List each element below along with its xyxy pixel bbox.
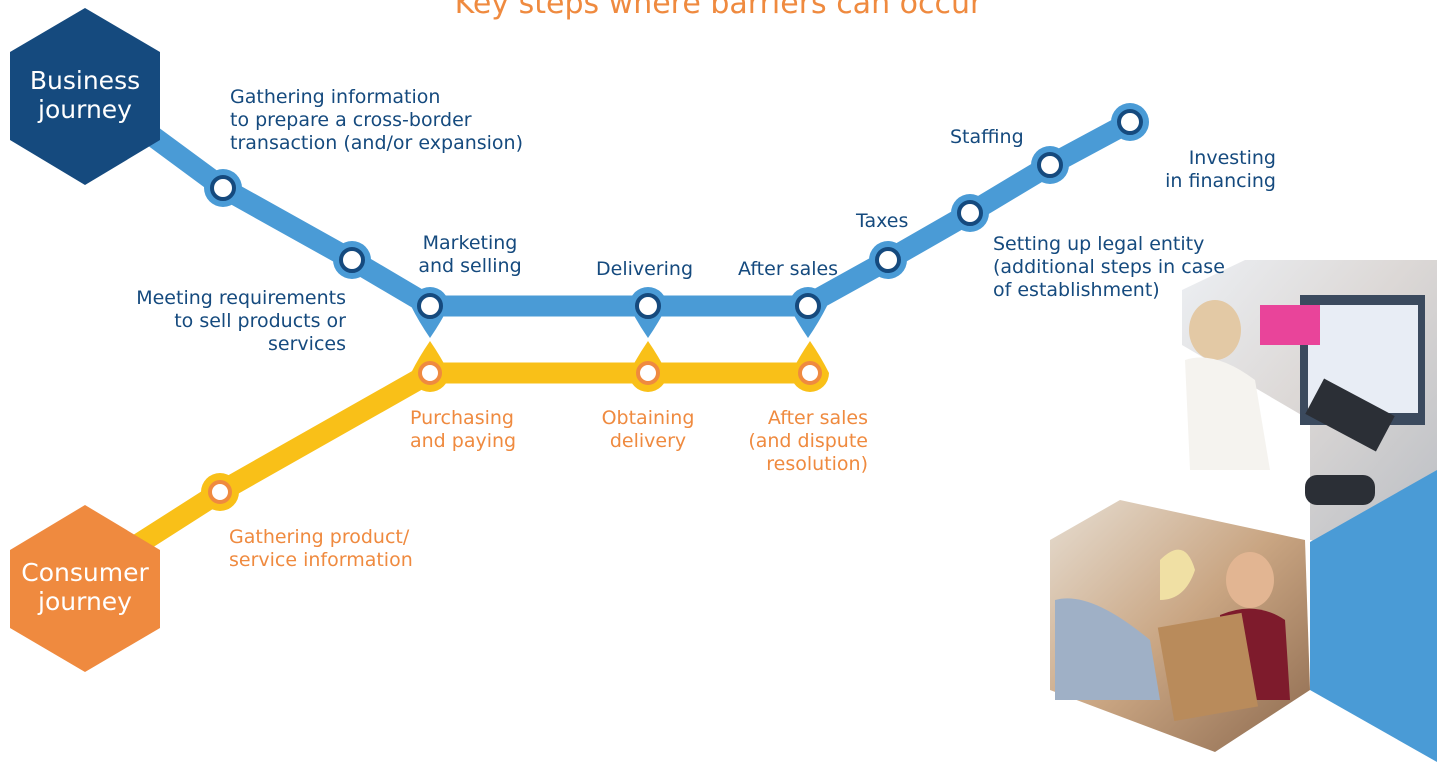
label-gathering-product-info: Gathering product/ service information bbox=[229, 526, 413, 572]
consumer-route bbox=[79, 362, 821, 586]
consumer-journey-label-line2: journey bbox=[38, 587, 132, 616]
station-delivering bbox=[629, 287, 667, 338]
business-journey-label-line1: Business bbox=[29, 66, 141, 95]
station-marketing-selling bbox=[411, 287, 449, 338]
label-investing: Investing in financing bbox=[1120, 147, 1276, 193]
label-after-sales-dispute-line3: resolution) bbox=[766, 453, 868, 475]
label-setting-up-legal-entity: Setting up legal entity (additional step… bbox=[993, 233, 1225, 302]
label-gathering-information-line3: transaction (and/or expansion) bbox=[230, 132, 524, 154]
station-investing bbox=[1111, 103, 1149, 141]
station-meeting-requirements bbox=[333, 241, 371, 279]
label-setting-up-line1: Setting up legal entity bbox=[993, 233, 1205, 255]
station-setting-up-legal-entity bbox=[951, 194, 989, 232]
station-gathering-product-info bbox=[201, 473, 239, 511]
label-setting-up-line3: of establishment) bbox=[993, 279, 1160, 301]
station-staffing bbox=[1031, 146, 1069, 184]
label-meeting-requirements-line1: Meeting requirements bbox=[136, 287, 346, 309]
business-journey-label-line2: journey bbox=[38, 95, 132, 124]
station-obtaining-delivery bbox=[629, 341, 667, 392]
consumer-journey-label: Consumer journey bbox=[10, 558, 160, 616]
business-journey-hexagon bbox=[10, 8, 160, 185]
consumer-journey-label-line1: Consumer bbox=[21, 558, 149, 587]
photo-office-worker-headset bbox=[1182, 260, 1437, 560]
label-delivering: Delivering bbox=[596, 258, 694, 280]
label-obtaining-line2: delivery bbox=[609, 430, 687, 452]
label-gathering-information-line1: Gathering information bbox=[230, 86, 441, 108]
label-meeting-requirements-line2: to sell products or bbox=[174, 310, 346, 332]
station-after-sales bbox=[789, 287, 827, 338]
station-gathering-information bbox=[204, 169, 242, 207]
label-after-sales-dispute: After sales (and dispute resolution) bbox=[700, 407, 868, 476]
diagram-title: Key steps where barriers can occur bbox=[454, 0, 983, 21]
label-marketing-selling-line2: and selling bbox=[418, 255, 522, 277]
station-after-sales-dispute bbox=[791, 341, 829, 392]
label-purchasing-line1: Purchasing bbox=[410, 407, 514, 429]
label-obtaining-line1: Obtaining bbox=[601, 407, 695, 429]
label-gathering-information-line2: to prepare a cross-border bbox=[230, 109, 472, 131]
consumer-journey-hexagon bbox=[10, 505, 160, 672]
accent-block bbox=[1310, 470, 1437, 762]
label-after-sales: After sales bbox=[738, 258, 839, 280]
label-after-sales-dispute-line2: (and dispute bbox=[748, 430, 868, 452]
label-gathering-product-line2: service information bbox=[229, 549, 413, 571]
label-investing-line1: Investing bbox=[1188, 147, 1276, 169]
label-taxes: Taxes bbox=[856, 210, 909, 232]
station-taxes bbox=[869, 241, 907, 279]
photo-parcel-delivery bbox=[1050, 500, 1310, 752]
station-purchasing-paying bbox=[411, 341, 449, 392]
label-marketing-selling-line1: Marketing bbox=[422, 232, 518, 254]
label-obtaining-delivery: Obtaining delivery bbox=[583, 407, 713, 453]
label-gathering-product-line1: Gathering product/ bbox=[229, 526, 410, 548]
label-marketing-selling: Marketing and selling bbox=[400, 232, 540, 278]
label-gathering-information: Gathering information to prepare a cross… bbox=[230, 86, 523, 155]
label-purchasing-paying: Purchasing and paying bbox=[410, 407, 516, 453]
label-after-sales-dispute-line1: After sales bbox=[767, 407, 868, 429]
label-investing-line2: in financing bbox=[1165, 170, 1276, 192]
label-meeting-requirements-line3: services bbox=[268, 333, 346, 355]
business-journey-label: Business journey bbox=[10, 66, 160, 124]
label-setting-up-line2: (additional steps in case bbox=[993, 256, 1225, 278]
label-staffing: Staffing bbox=[950, 126, 1024, 148]
label-purchasing-line2: and paying bbox=[410, 430, 517, 452]
label-meeting-requirements: Meeting requirements to sell products or… bbox=[80, 287, 346, 356]
